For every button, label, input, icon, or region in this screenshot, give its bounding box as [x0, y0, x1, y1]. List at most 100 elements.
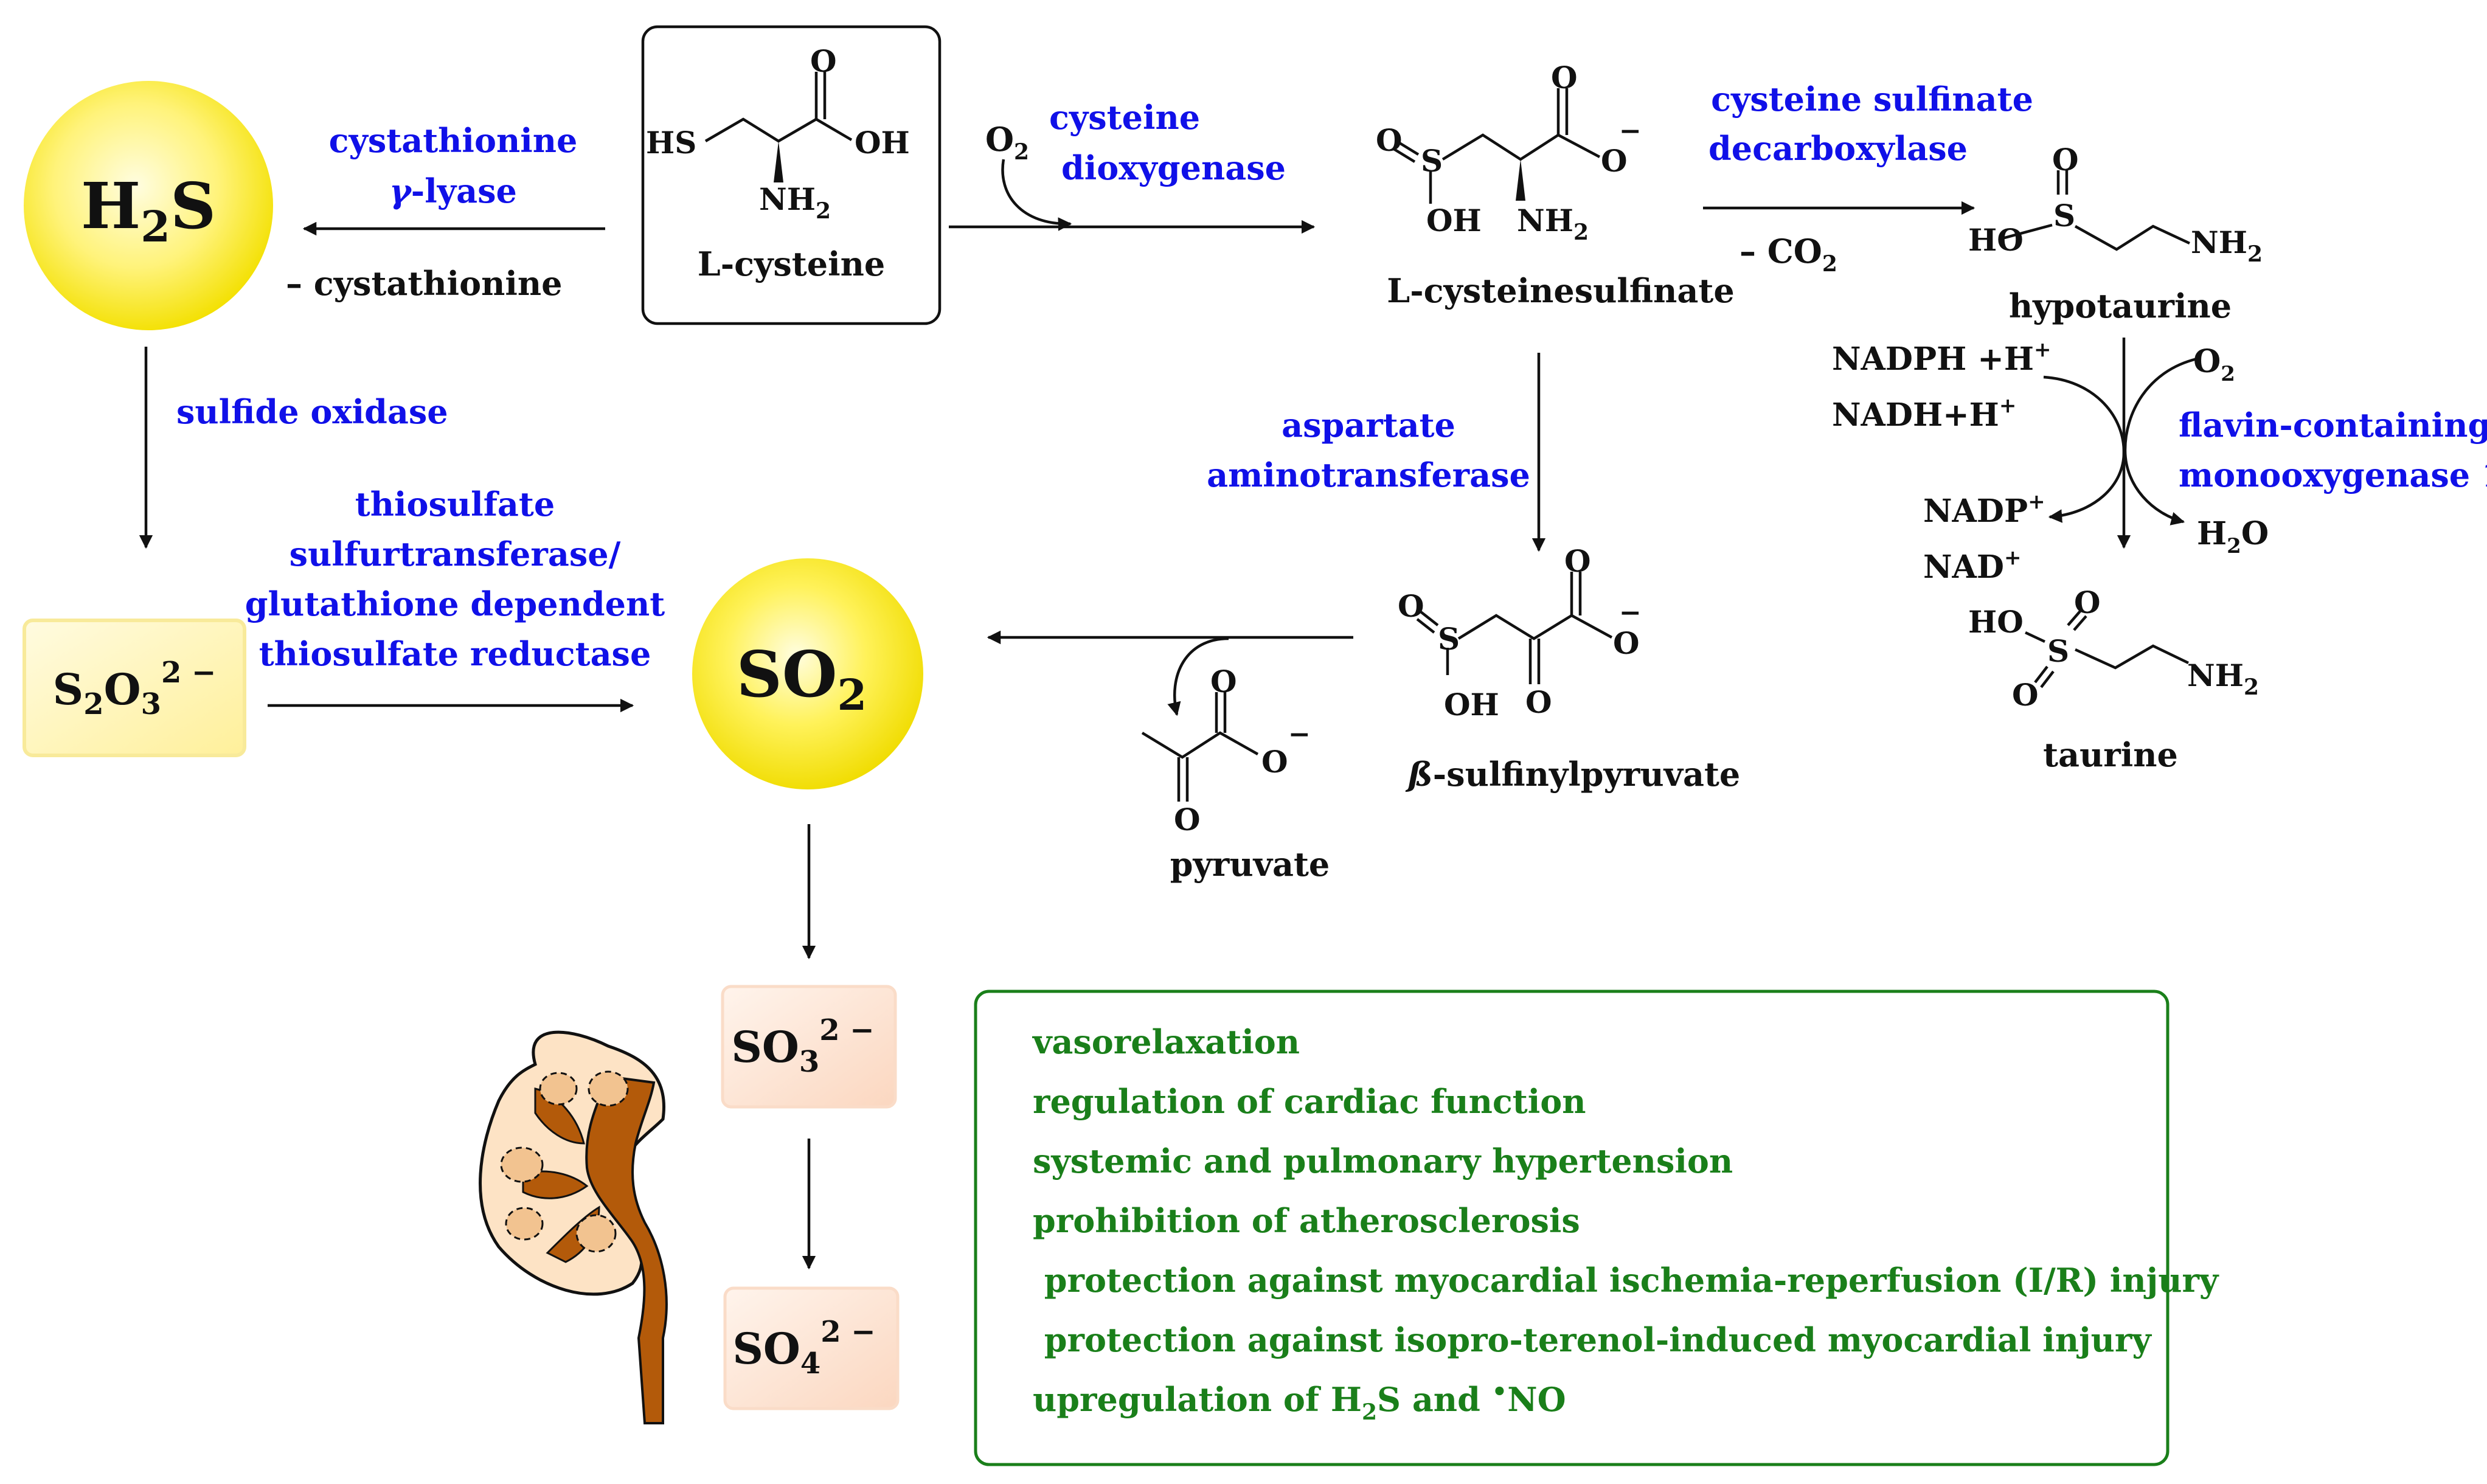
cofactor-nadp: NADP+ — [1923, 490, 2045, 530]
enzyme-tst-3: glutathione dependent — [245, 584, 665, 623]
sulfinate-o-minus: O — [1601, 143, 1628, 179]
pyruvate-curved-arrow — [1167, 637, 1229, 716]
enzyme-cysteine-dioxygenase-1: cysteine — [1049, 98, 1200, 137]
enzyme-cysteine-dioxygenase-2: dioxygenase — [1061, 148, 1286, 187]
enzyme-gamma-lyase: γ-lyase — [389, 172, 517, 210]
enzyme-ast-1: aspartate — [1282, 406, 1455, 445]
pyruvate-carbonyl-o: O — [1210, 664, 1237, 699]
hypotaurine-s: S — [2053, 198, 2075, 234]
pyruvate-label: pyruvate — [1170, 845, 1330, 884]
sulfinylpyruvate-s: S — [1438, 621, 1460, 657]
pyruvate-charge: − — [1288, 719, 1311, 750]
enzyme-tst-4: thiosulfate reductase — [259, 634, 651, 673]
sulfinylpyruvate-so-1 — [1420, 611, 1439, 626]
pyruvate-keto-o: O — [1174, 802, 1201, 837]
thiosulfate-box — [23, 619, 246, 757]
so2-circle — [692, 558, 923, 789]
effect-cardiac-regulation: regulation of cardiac function — [1033, 1082, 1586, 1121]
so2-node: SO2 — [692, 558, 923, 789]
sulfite-box — [721, 985, 897, 1109]
l-cysteine-nh2: NH2 — [759, 181, 831, 224]
nadph-curved-arrow — [2043, 375, 2126, 523]
sulfinylpyruvate-so-2 — [1416, 618, 1435, 634]
sulfinate-wedge — [1516, 159, 1525, 201]
hypotaurine-ho: HO — [1968, 222, 2024, 258]
kidney-calyx-2 — [522, 1170, 589, 1199]
h2s-label: H2S — [81, 168, 216, 252]
thiosulfate-label: S2O32 − — [53, 656, 217, 721]
hypotaurine-ho-bond — [2002, 223, 2053, 240]
taurine-so-top-2 — [2073, 615, 2087, 631]
sulfinate-o-top: O — [1376, 122, 1403, 158]
sulfinylpyruvate-carbonyl-o: O — [1564, 543, 1591, 579]
kidney-pyramid-2 — [588, 1070, 629, 1107]
byproduct-cystathionine: – cystathionine — [286, 264, 563, 303]
sulfinate-carbonyl-o: O — [1551, 60, 1578, 95]
sulfite-node: SO32 − — [721, 985, 897, 1109]
l-cysteinesulfinate-label: L-cysteinesulfinate — [1387, 271, 1734, 310]
sulfinate-o-bond — [1557, 134, 1601, 158]
l-cysteine-box: HS O OH NH2 L-cysteine — [641, 25, 942, 325]
kidney-icon — [479, 1030, 668, 1424]
l-cysteine-wedge — [774, 141, 783, 182]
kidney-pyramid-4 — [505, 1207, 544, 1241]
cofactor-nad: NAD+ — [1923, 546, 2021, 586]
taurine-label: taurine — [2043, 735, 2178, 774]
sulfinate-s: S — [1421, 143, 1443, 179]
taurine-o-top: O — [2074, 584, 2101, 620]
hypotaurine-label: hypotaurine — [2009, 286, 2232, 325]
l-cysteine-frame — [641, 25, 942, 325]
taurine-so-top-1 — [2067, 610, 2081, 626]
effects-frame — [974, 990, 2170, 1466]
kidney-pyramid-5 — [575, 1214, 617, 1253]
hypotaurine-skeleton — [2074, 224, 2190, 251]
taurine-ho-bond — [2025, 631, 2045, 643]
sulfinate-so-bond-1 — [1395, 140, 1420, 156]
effect-upregulation: upregulation of H2S and •NO — [1033, 1378, 1566, 1425]
l-cysteine-hs: HS — [646, 125, 696, 161]
enzyme-ast-2: aminotransferase — [1207, 456, 1530, 494]
taurine-ho: HO — [1968, 604, 2024, 640]
cofactor-o2-fmo: O2 — [2193, 343, 2235, 386]
taurine-so-bottom-2 — [2040, 670, 2055, 688]
sulfinylpyruvate-oh: OH — [1444, 687, 1499, 723]
so2-label: SO2 — [737, 637, 867, 720]
o2-water-curved-arrow — [2123, 357, 2197, 525]
enzyme-sulfide-oxidase: sulfide oxidase — [176, 392, 448, 431]
taurine-skeleton — [2075, 644, 2189, 670]
taurine-s: S — [2047, 633, 2069, 669]
o2-cofactor: O2 — [985, 120, 1029, 165]
byproduct-co2: – CO2 — [1740, 232, 1837, 277]
kidney-ureter — [585, 1075, 668, 1424]
pyruvate-skeleton — [1141, 731, 1259, 759]
cofactor-nadh: NADH+H+ — [1832, 394, 2016, 434]
sulfinate-nh2: NH2 — [1517, 203, 1589, 245]
sulfinate-oh: OH — [1426, 203, 1482, 238]
sulfinylpyruvate-o-minus: O — [1613, 625, 1640, 661]
taurine-so-bottom-1 — [2034, 665, 2048, 684]
cofactor-nadph: NADPH +H+ — [1832, 338, 2052, 378]
kidney-pyramid-3 — [500, 1146, 544, 1183]
l-cysteine-carbonyl-o: O — [810, 43, 837, 79]
enzyme-tst-2: sulfurtransferase/ — [290, 535, 621, 574]
h2s-circle — [24, 81, 273, 330]
taurine-o-bottom: O — [2012, 677, 2039, 713]
effects-panel: vasorelaxation regulation of cardiac fun… — [974, 990, 2219, 1466]
effect-atherosclerosis: prohibition of atherosclerosis — [1033, 1201, 1580, 1240]
pyruvate-molecule: O O − O pyruvate — [1141, 664, 1330, 884]
sulfite-label: SO32 − — [731, 1013, 874, 1079]
cofactor-h2o: H2O — [2197, 515, 2269, 558]
thiosulfate-node: S2O32 − — [23, 619, 246, 757]
sulfinylpyruvate-charge: − — [1619, 597, 1642, 628]
enzyme-csd-1: cysteine sulfinate — [1711, 80, 2033, 119]
sulfinylpyruvate-label: ß-sulfinylpyruvate — [1405, 755, 1741, 794]
enzyme-fmo-2: monooxygenase 1 — [2179, 456, 2487, 494]
sulfate-label: SO42 − — [732, 1315, 875, 1381]
l-cysteine-label: L-cysteine — [698, 244, 885, 283]
h2s-node: H2S — [24, 81, 273, 330]
l-cysteine-oh-bond — [815, 118, 853, 141]
sulfate-box — [723, 1286, 900, 1410]
sulfate-node: SO42 − — [723, 1286, 900, 1410]
enzyme-cystathionine-lyase: cystathionine — [329, 121, 578, 160]
